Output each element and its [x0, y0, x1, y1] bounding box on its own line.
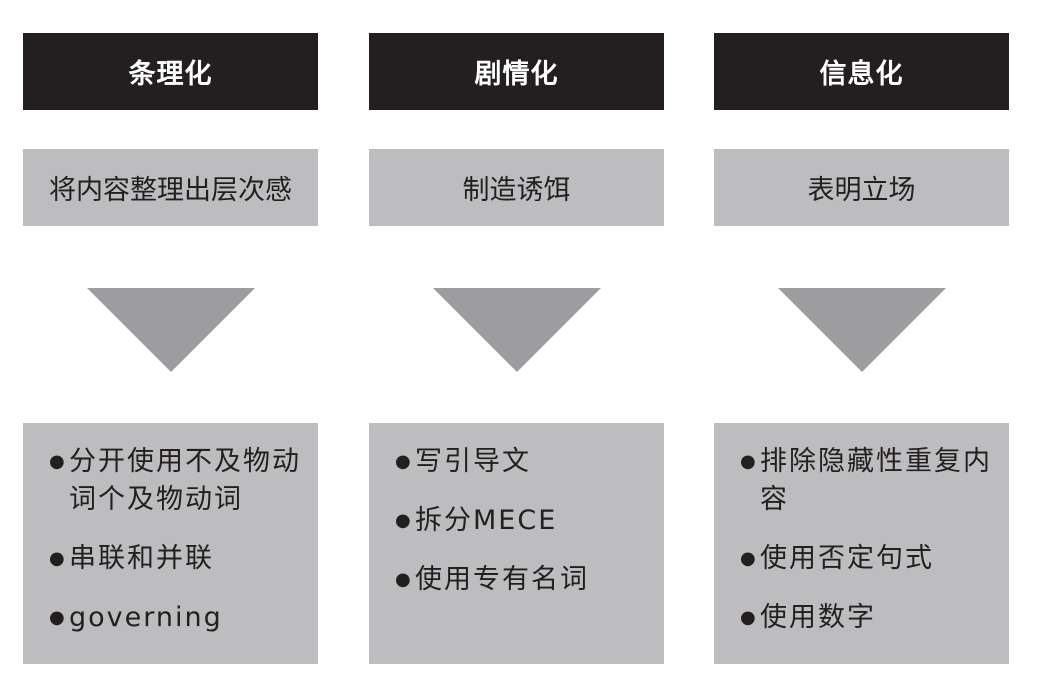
bullet-icon: ●	[395, 569, 411, 590]
column-header: 剧情化	[369, 33, 664, 110]
list-item: ● 使用否定句式	[740, 540, 995, 578]
column-subtitle: 表明立场	[714, 149, 1009, 226]
column-1: 条理化 将内容整理出层次感 ● 分开使用不及物动词个及物动词 ● 串联和并联 ●…	[23, 0, 318, 697]
list-item-text: 分开使用不及物动词个及物动词	[69, 446, 301, 515]
bullet-icon: ●	[395, 510, 411, 531]
column-body: ● 分开使用不及物动词个及物动词 ● 串联和并联 ● governing	[23, 423, 318, 664]
list-item: ● 拆分MECE	[395, 502, 650, 540]
bullet-icon: ●	[49, 607, 65, 628]
bullet-icon: ●	[740, 451, 756, 472]
column-body: ● 写引导文 ● 拆分MECE ● 使用专有名词	[369, 423, 664, 664]
bullet-icon: ●	[49, 548, 65, 569]
down-arrow-icon	[778, 288, 946, 372]
bullet-icon: ●	[740, 607, 756, 628]
list-item-text: governing	[69, 602, 223, 633]
column-subtitle: 制造诱饵	[369, 149, 664, 226]
list-item: ● 写引导文	[395, 443, 650, 481]
list-item: ● 使用数字	[740, 599, 995, 637]
list-item: ● 串联和并联	[49, 540, 304, 578]
down-arrow-icon	[87, 288, 255, 372]
column-header: 条理化	[23, 33, 318, 110]
list-item: ● 分开使用不及物动词个及物动词	[49, 443, 304, 519]
list-item-text: 使用数字	[760, 602, 876, 633]
column-subtitle: 将内容整理出层次感	[23, 149, 318, 226]
list-item: ● governing	[49, 599, 304, 637]
down-arrow-icon	[433, 288, 601, 372]
bullet-icon: ●	[49, 451, 65, 472]
list-item: ● 排除隐藏性重复内容	[740, 443, 995, 519]
list-item-text: 串联和并联	[69, 543, 214, 574]
column-header: 信息化	[714, 33, 1009, 110]
column-3: 信息化 表明立场 ● 排除隐藏性重复内容 ● 使用否定句式 ● 使用数字	[714, 0, 1009, 697]
list-item-text: 使用否定句式	[760, 543, 934, 574]
bullet-icon: ●	[395, 451, 411, 472]
list-item-text: 排除隐藏性重复内容	[760, 446, 992, 515]
bullet-icon: ●	[740, 548, 756, 569]
list-item-text: 写引导文	[415, 446, 531, 477]
column-body: ● 排除隐藏性重复内容 ● 使用否定句式 ● 使用数字	[714, 423, 1009, 664]
column-2: 剧情化 制造诱饵 ● 写引导文 ● 拆分MECE ● 使用专有名词	[369, 0, 664, 697]
list-item-text: 拆分MECE	[415, 505, 558, 536]
list-item: ● 使用专有名词	[395, 561, 650, 599]
list-item-text: 使用专有名词	[415, 564, 589, 595]
